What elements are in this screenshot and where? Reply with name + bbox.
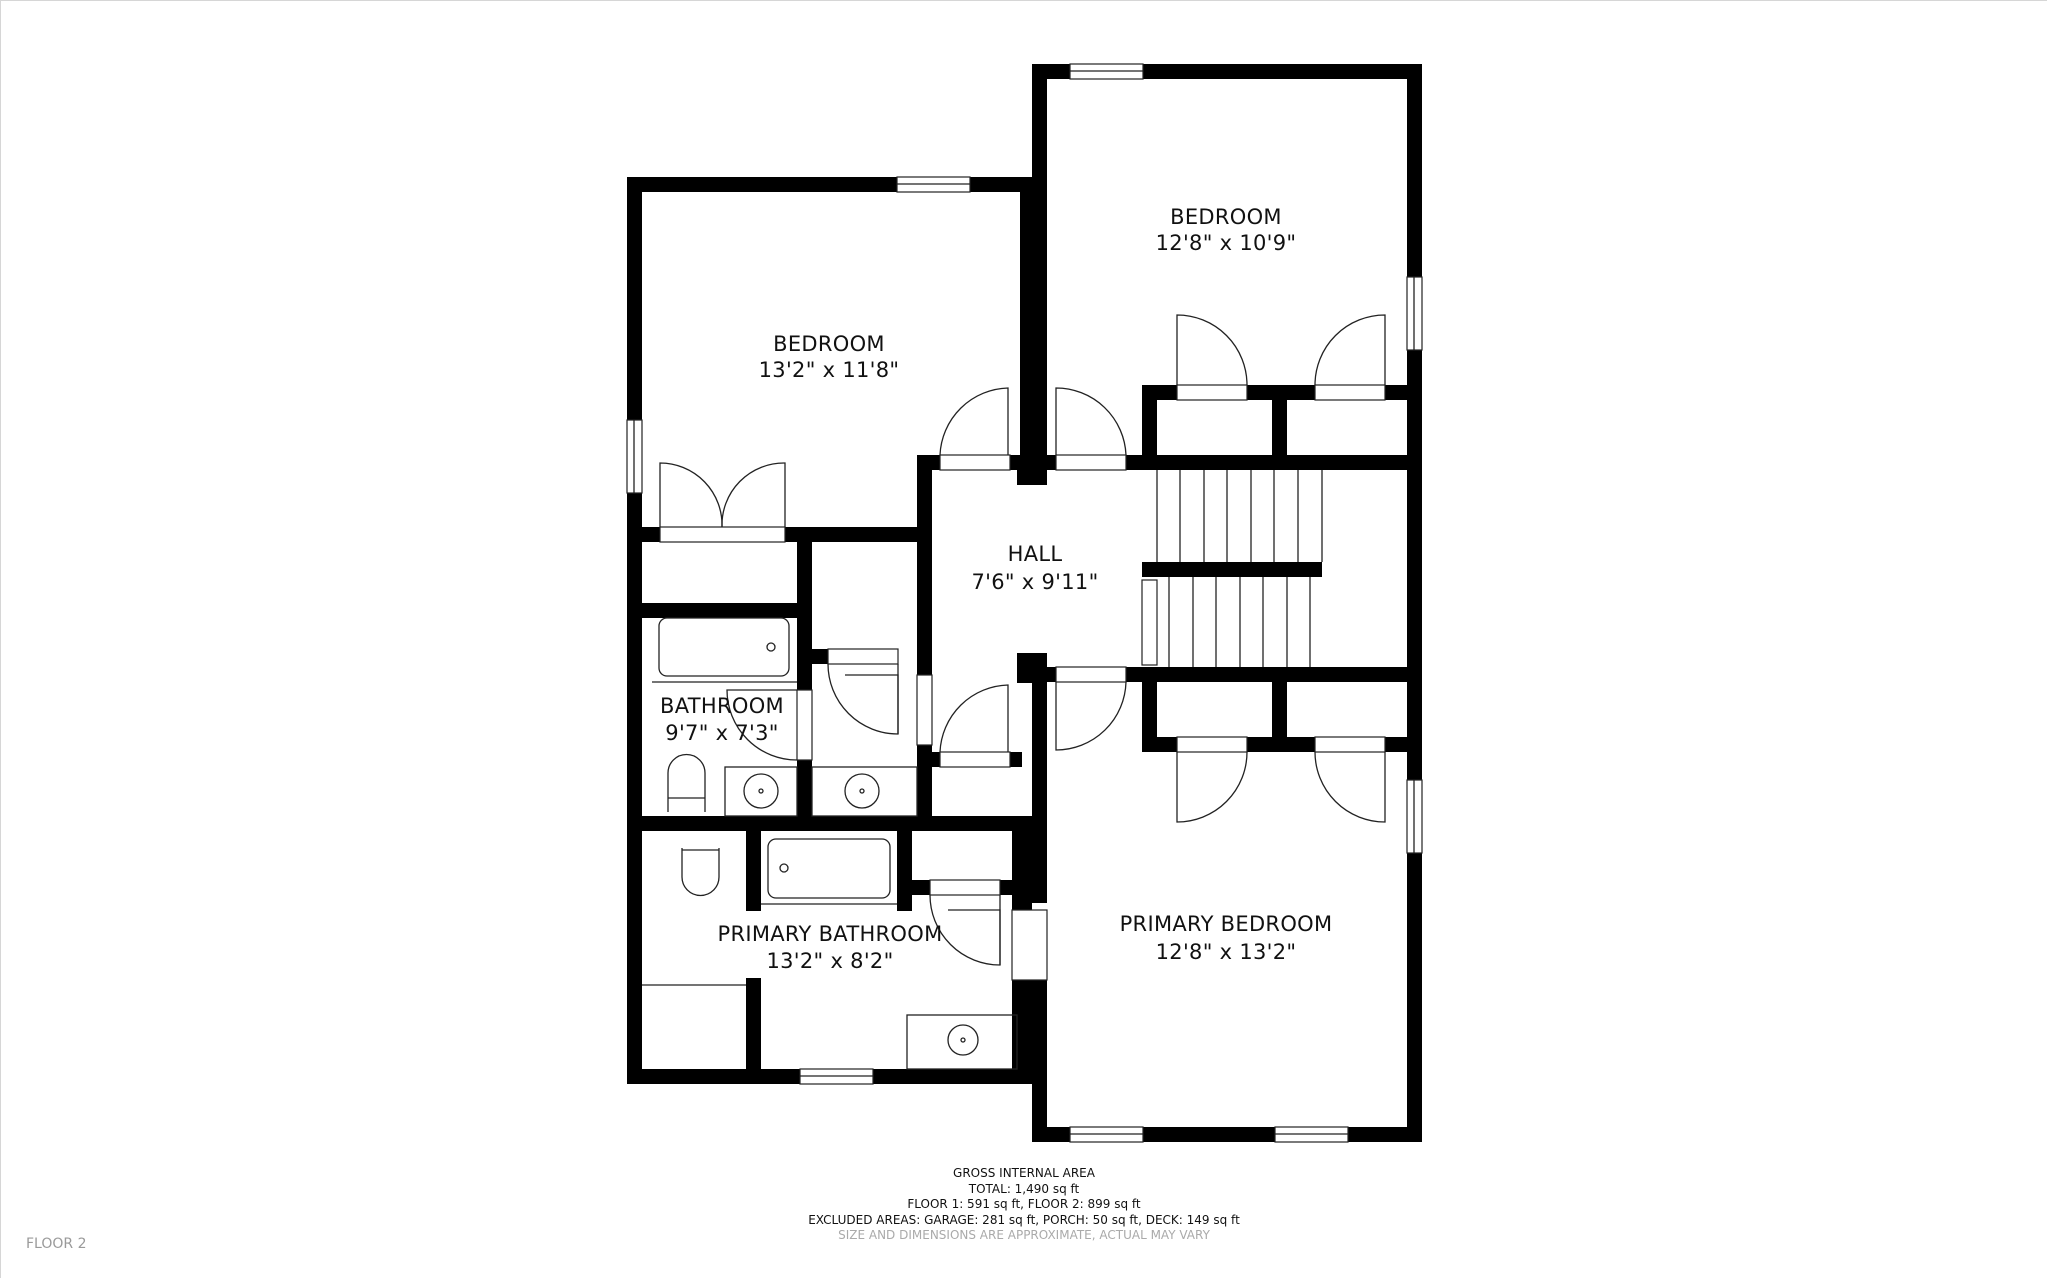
room-dimensions: 13'2" x 8'2" (766, 949, 894, 973)
room-name: BEDROOM (1170, 205, 1282, 229)
room-dimensions: 12'8" x 13'2" (1155, 940, 1297, 964)
room-dimensions: 9'7" x 7'3" (665, 721, 779, 745)
area-title: GROSS INTERNAL AREA (953, 1166, 1095, 1180)
windows (626, 63, 1423, 1143)
room-name: BATHROOM (660, 694, 784, 718)
room-name: BEDROOM (773, 332, 885, 356)
area-disclaimer: SIZE AND DIMENSIONS ARE APPROXIMATE, ACT… (838, 1228, 1210, 1242)
area-summary: GROSS INTERNAL AREA TOTAL: 1,490 sq ft F… (808, 1166, 1240, 1244)
area-total: TOTAL: 1,490 sq ft (968, 1181, 1080, 1196)
area-floors: FLOOR 1: 591 sq ft, FLOOR 2: 899 sq ft (907, 1197, 1141, 1211)
fixtures (642, 617, 1018, 1070)
area-excluded: EXCLUDED AREAS: GARAGE: 281 sq ft, PORCH… (808, 1212, 1240, 1227)
room-name: PRIMARY BATHROOM (717, 922, 943, 946)
staircase (1141, 470, 1323, 667)
room-dimensions: 13'2" x 11'8" (758, 358, 900, 382)
room-name: PRIMARY BEDROOM (1119, 912, 1333, 936)
room-dimensions: 7'6" x 9'11" (971, 570, 1099, 594)
room-name: HALL (1007, 542, 1063, 566)
floor-label: FLOOR 2 (26, 1236, 87, 1252)
room-dimensions: 12'8" x 10'9" (1155, 231, 1297, 255)
doors (659, 314, 1386, 981)
